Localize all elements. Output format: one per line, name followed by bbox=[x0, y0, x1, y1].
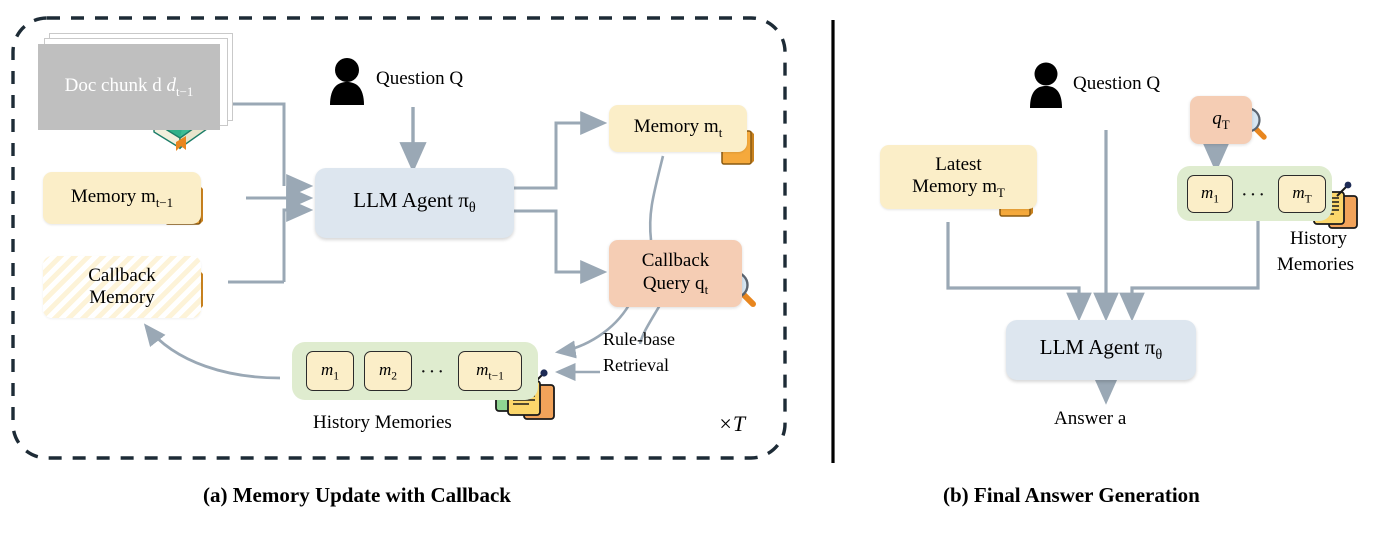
person-icon bbox=[330, 58, 364, 105]
latest-memory-line1: Latest bbox=[935, 153, 982, 175]
history-cell-b-1: m1 bbox=[1187, 175, 1233, 213]
llm-agent-subscript-b: θ bbox=[1155, 347, 1163, 364]
latest-memory-line2: Memory m bbox=[912, 176, 998, 198]
history-cell-b-last-sub: T bbox=[1304, 192, 1312, 206]
history-ellipsis-b: ··· bbox=[1241, 184, 1267, 206]
arrow-b-history-to-agent bbox=[1119, 220, 1260, 322]
history-cell-2: m2 bbox=[364, 351, 412, 391]
history-cell-b-1-base: m bbox=[1200, 182, 1214, 202]
llm-agent-box-b: LLM Agent πθ bbox=[1006, 320, 1196, 380]
llm-agent-box: LLM Agent πθ bbox=[315, 168, 514, 238]
history-cell-last-base: m bbox=[476, 359, 489, 379]
history-cell-b-last: mT bbox=[1278, 175, 1326, 213]
callback-query-subscript: t bbox=[704, 281, 709, 297]
doc-chunk-label: Doc chunk d bbox=[64, 74, 162, 96]
panel-a-caption: (a) Memory Update with Callback bbox=[203, 483, 511, 507]
curve-memory-to-query bbox=[648, 155, 665, 241]
history-cell-last: mt−1 bbox=[458, 351, 522, 391]
callback-query-line2: Query q bbox=[642, 272, 705, 294]
history-cell-1: m1 bbox=[306, 351, 354, 391]
memory-t-box: Memory mt bbox=[609, 105, 747, 152]
llm-agent-subscript: θ bbox=[468, 200, 476, 217]
query-box-b: qT bbox=[1190, 96, 1252, 144]
latest-memory-box: Latest Memory mT bbox=[880, 145, 1037, 209]
panel-b-caption: (b) Final Answer Generation bbox=[943, 483, 1200, 507]
latest-memory-subscript: T bbox=[997, 184, 1005, 200]
callback-memory-line1: Callback bbox=[88, 264, 156, 286]
history-ellipsis: ··· bbox=[420, 361, 446, 383]
arrow-b-latest-to-agent bbox=[946, 222, 1092, 322]
query-b-base: q bbox=[1212, 107, 1222, 129]
history-cell-b-last-base: m bbox=[1292, 182, 1305, 202]
doc-chunk-box: Doc chunk d dt−1 bbox=[38, 44, 220, 130]
arrow-doc-to-agent bbox=[228, 102, 286, 180]
memory-prev-label: Memory m bbox=[70, 185, 156, 207]
history-cell-b-1-sub: 1 bbox=[1213, 192, 1220, 206]
arrow-callbackmem-to-agent bbox=[282, 198, 314, 282]
query-b-subscript: T bbox=[1221, 116, 1230, 132]
memory-t-label: Memory m bbox=[633, 116, 719, 138]
history-cell-last-sub: t−1 bbox=[488, 369, 504, 383]
memory-t-subscript: t bbox=[718, 125, 723, 141]
curve-history-to-callback-memory bbox=[143, 323, 281, 380]
doc-chunk-subscript: t−1 bbox=[176, 83, 194, 99]
history-cell-1-base: m bbox=[320, 359, 334, 379]
loop-multiplier-label: ×T bbox=[718, 411, 746, 436]
callback-query-box: Callback Query qt bbox=[609, 240, 742, 307]
llm-agent-label: LLM Agent π bbox=[353, 188, 469, 213]
history-cell-2-base: m bbox=[378, 359, 392, 379]
callback-query-line1: Callback bbox=[641, 250, 710, 272]
question-label: Question Q bbox=[376, 68, 464, 89]
memory-prev-box: Memory mt−1 bbox=[43, 172, 201, 224]
callback-memory-box: Callback Memory bbox=[43, 256, 201, 318]
arrow-agent-to-memory-t bbox=[514, 111, 608, 190]
memory-prev-subscript: t−1 bbox=[155, 194, 174, 210]
callback-memory-line2: Memory bbox=[89, 287, 155, 308]
retrieval-line1: Rule-base bbox=[603, 329, 675, 349]
answer-label: Answer a bbox=[1054, 408, 1127, 429]
history-cell-2-sub: 2 bbox=[391, 369, 398, 383]
retrieval-line2: Retrieval bbox=[603, 355, 669, 375]
arrow-agent-to-query bbox=[514, 209, 608, 284]
history-memories-label: History Memories bbox=[313, 412, 452, 433]
llm-agent-label-b: LLM Agent π bbox=[1039, 335, 1156, 360]
person-icon bbox=[1030, 62, 1062, 108]
history-label-b-line1: History bbox=[1290, 228, 1347, 249]
history-cell-1-sub: 1 bbox=[333, 369, 340, 383]
history-label-b-line2: Memories bbox=[1277, 254, 1355, 275]
question-label-b: Question Q bbox=[1073, 73, 1161, 94]
